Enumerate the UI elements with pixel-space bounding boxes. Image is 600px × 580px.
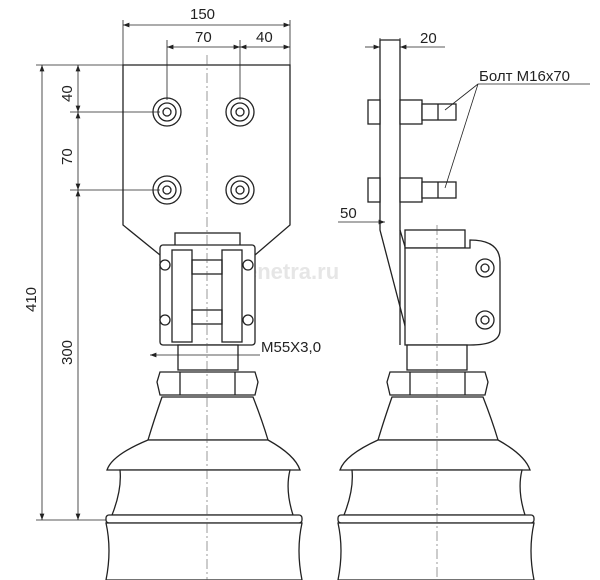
dimensions: 150 70 40 40 70 300 410 20 50 M55X3,0 Бо… (23, 6, 590, 521)
dim-20: 20 (420, 30, 437, 47)
bolt-lower (367, 177, 457, 203)
thread-label: M55X3,0 (261, 339, 321, 356)
watermark: enetra.ru (245, 259, 339, 284)
dim-300: 300 (59, 340, 76, 365)
dim-40-h: 40 (256, 29, 273, 46)
mounting-plate (122, 64, 291, 256)
insulator-body (111, 469, 294, 516)
dim-410: 410 (23, 287, 40, 312)
insulator-shed (106, 439, 301, 471)
insulator-base (105, 522, 303, 580)
front-view (105, 55, 303, 580)
plate-bolts (152, 97, 255, 205)
insulator-cap (147, 396, 269, 441)
shaft (177, 344, 239, 371)
bolt-label: Болт М16х70 (479, 68, 570, 85)
dim-40-v: 40 (59, 85, 76, 102)
side-view (337, 39, 535, 580)
dim-70-v: 70 (59, 148, 76, 165)
dim-150: 150 (190, 6, 215, 23)
nut (156, 371, 259, 396)
clamp (159, 232, 256, 346)
dim-70-h: 70 (195, 29, 212, 46)
clamp-side (404, 229, 501, 346)
dim-50: 50 (340, 205, 357, 222)
